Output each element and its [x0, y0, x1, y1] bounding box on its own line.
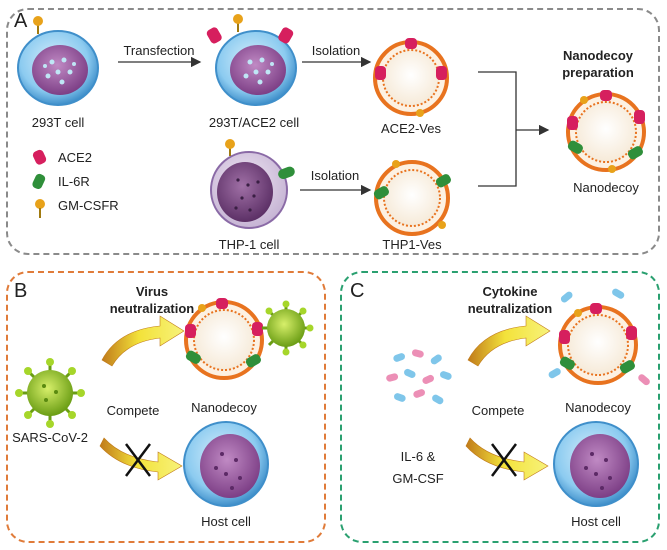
cell-293t [17, 16, 99, 106]
panel-a-title-line2: preparation [562, 65, 634, 80]
label-cytokines-line2: GM-CSF [392, 471, 444, 486]
vesicle-thp1 [373, 160, 451, 236]
label-cytokines-line1: IL-6 & [400, 449, 436, 464]
label-nanodecoy-c: Nanodecoy [565, 400, 631, 415]
label-compete-b: Compete [106, 403, 160, 418]
panel-c-title-line2: neutralization [467, 301, 553, 316]
panel-a-letter: A [14, 10, 28, 32]
label-thp1-cell: THP-1 cell [218, 237, 280, 252]
blocked-arrow [99, 437, 183, 481]
label-293t-ace2-cell: 293T/ACE2 cell [208, 115, 300, 130]
label-host-cell-c: Host cell [571, 514, 621, 529]
panel-c-title: Cytokine neutralization [468, 283, 553, 317]
label-sars-cov-2: SARS-CoV-2 [12, 430, 88, 445]
panel-a [6, 8, 660, 255]
vesicle-ace2 [373, 38, 449, 117]
panel-b-letter: B [14, 280, 28, 302]
label-isolation-bottom: Isolation [310, 168, 360, 183]
compete-arrow-up [101, 315, 185, 367]
label-nanodecoy-b: Nanodecoy [191, 400, 257, 415]
label-thp1-ves: THP1-Ves [382, 237, 442, 252]
legend-ace2-icon [32, 149, 47, 165]
cell-293t-ace2 [206, 14, 297, 106]
panel-b-title: Virus neutralization [110, 283, 195, 317]
panel-c-title-line1: Cytokine [482, 284, 538, 299]
blocked-arrow-c [465, 437, 549, 481]
label-293t-cell: 293T cell [31, 115, 85, 130]
host-cell-c [553, 421, 639, 507]
panel-a-title-line1: Nanodecoy [562, 48, 634, 63]
legend-gmcsfr-icon [35, 199, 45, 218]
panel-b-title-line1: Virus [135, 284, 169, 299]
panel-c [340, 271, 660, 543]
label-nanodecoy-a: Nanodecoy [573, 180, 639, 195]
label-transfection: Transfection [123, 43, 195, 58]
blocked-cross-c [491, 443, 517, 477]
panel-b [6, 271, 326, 543]
panel-a-title: Nanodecoy preparation [562, 47, 634, 81]
blocked-cross [125, 443, 151, 477]
legend-gmcsfr-label: GM-CSFR [58, 198, 119, 213]
legend-il6r-label: IL-6R [58, 174, 90, 189]
cell-thp1 [210, 139, 295, 229]
label-isolation-top: Isolation [311, 43, 361, 58]
nanodecoy-a [566, 90, 646, 173]
label-ace2-ves: ACE2-Ves [381, 121, 441, 136]
compete-arrow-up-c [467, 315, 551, 367]
host-cell-b [183, 421, 269, 507]
nanodecoy-c [548, 288, 650, 386]
label-compete-c: Compete [471, 403, 525, 418]
panel-b-title-line2: neutralization [109, 301, 195, 316]
legend-ace2-label: ACE2 [58, 150, 92, 165]
virus-bound [262, 300, 314, 356]
label-host-cell-b: Host cell [201, 514, 251, 529]
nanodecoy-b [184, 298, 264, 380]
panel-c-letter: C [350, 280, 365, 302]
merge-connector [478, 71, 548, 187]
cytokine-cluster [386, 349, 452, 405]
legend-il6r-icon [32, 173, 46, 190]
label-cytokines: IL-6 & GM-CSF [392, 446, 443, 490]
virus-sars-cov-2 [15, 358, 85, 428]
